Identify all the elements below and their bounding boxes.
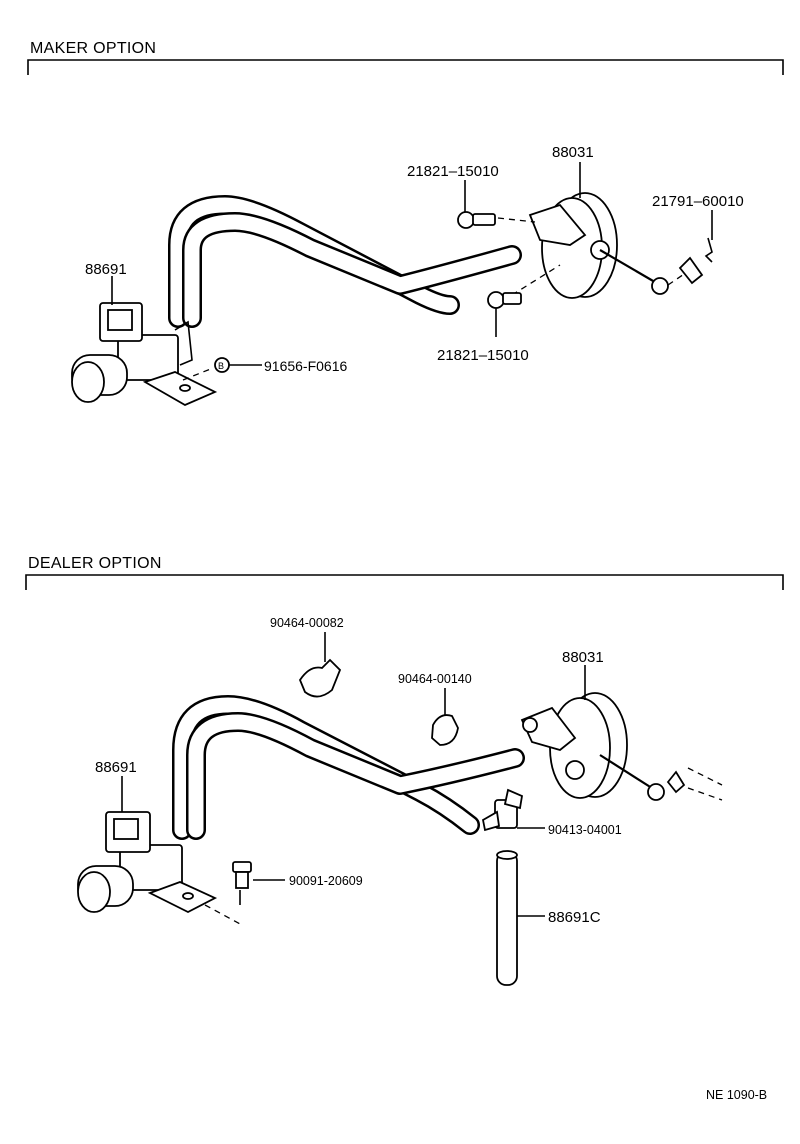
dealer-vacuum-hoses <box>172 695 525 840</box>
dealer-vsv-valve <box>77 811 243 926</box>
maker-vsv-valve <box>71 302 218 407</box>
dealer-clip-mid <box>431 688 459 746</box>
dealer-clip-upper <box>298 632 342 698</box>
dealer-label-clip-mid: 90464-00140 <box>398 672 472 686</box>
maker-label-pin: 21791–60010 <box>652 193 744 210</box>
dealer-label-tee: 90413-04001 <box>548 823 622 837</box>
dealer-label-bolt: 90091-20609 <box>289 874 363 888</box>
maker-bolt-lower <box>487 291 522 309</box>
dealer-actuator-hub <box>520 692 723 801</box>
maker-label-bolt-b: 91656-F0616 <box>264 358 348 374</box>
dealer-label-hub: 88031 <box>562 649 604 666</box>
maker-bolt-b: B <box>182 357 262 381</box>
diagram-reference-code: NE 1090-B <box>706 1088 767 1102</box>
maker-option-section: MAKER OPTION B <box>27 40 784 407</box>
dealer-option-title: DEALER OPTION <box>28 555 162 572</box>
dealer-label-clip-upper: 90464-00082 <box>270 616 344 630</box>
maker-label-bolt-upper: 21821–15010 <box>407 163 499 180</box>
dealer-long-tube <box>496 850 545 986</box>
maker-section-bracket <box>27 59 784 75</box>
dealer-option-section: DEALER OPTION <box>25 555 784 986</box>
dealer-label-valve: 88691 <box>95 759 137 776</box>
dealer-section-bracket <box>25 574 784 590</box>
maker-bolt-upper <box>457 211 496 229</box>
maker-label-valve: 88691 <box>85 261 127 278</box>
maker-label-bolt-lower: 21821–15010 <box>437 347 529 364</box>
dealer-tee-connector <box>481 788 545 832</box>
maker-clip-pin <box>704 237 713 263</box>
dealer-bolt <box>232 861 285 905</box>
maker-label-hub: 88031 <box>552 144 594 161</box>
maker-vacuum-hoses <box>168 195 522 328</box>
maker-actuator-hub <box>497 192 704 299</box>
b-mark-text: B <box>218 361 224 371</box>
maker-option-title: MAKER OPTION <box>30 40 156 57</box>
dealer-label-tube: 88691C <box>548 909 601 926</box>
dealer-leader-lines <box>121 665 586 812</box>
maker-leader-lines <box>111 162 713 337</box>
